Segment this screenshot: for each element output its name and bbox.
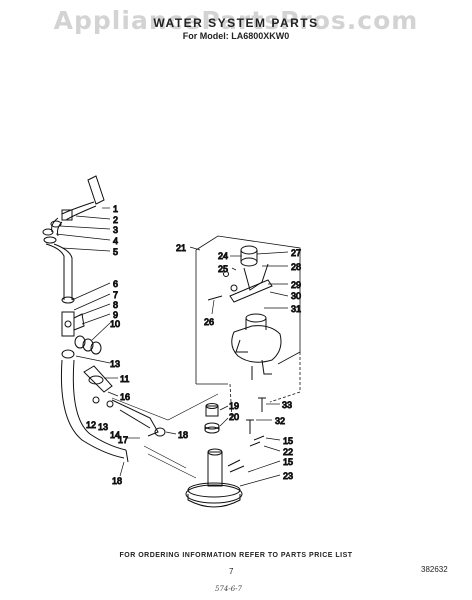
callout-numbers: 1 2 3 4 5 6 7 8 9 10 13 11 16 12 13 14 1… — [86, 204, 302, 487]
callout-21: 21 — [176, 243, 186, 253]
callout-19: 19 — [229, 401, 239, 411]
pump-body — [231, 313, 282, 380]
leader-lines-left — [55, 207, 177, 477]
callout-1: 1 — [113, 204, 118, 214]
callout-18-center: 18 — [178, 430, 188, 440]
diagram-title: WATER SYSTEM PARTS — [153, 16, 319, 30]
hose-connector — [83, 365, 166, 437]
fill-hose-vertical — [45, 243, 73, 300]
callout-25: 25 — [218, 264, 228, 274]
assembly-connector-lines — [111, 393, 219, 479]
callout-28: 28 — [291, 262, 301, 272]
callout-2: 2 — [113, 215, 118, 225]
clamp-part — [42, 220, 62, 244]
callout-11: 11 — [120, 374, 129, 384]
callout-15-upper: 15 — [283, 436, 293, 446]
drain-hose-lower — [60, 359, 129, 463]
callout-18-bottom: 18 — [112, 476, 122, 486]
callout-33: 33 — [282, 400, 292, 410]
callout-3: 3 — [113, 225, 118, 235]
document-number: 382632 — [421, 565, 448, 574]
callout-8: 8 — [113, 300, 118, 310]
callout-20: 20 — [229, 412, 239, 422]
callout-7: 7 — [113, 290, 118, 300]
callout-14: 14 — [110, 430, 120, 440]
callout-23: 23 — [283, 471, 293, 481]
callout-24: 24 — [218, 251, 228, 261]
screw-parts — [246, 397, 266, 447]
callout-27: 27 — [291, 248, 301, 258]
callout-13-center: 13 — [98, 422, 108, 432]
fill-hose-upper — [51, 175, 105, 237]
callout-17: 17 — [118, 435, 128, 445]
ordering-info-note: FOR ORDERING INFORMATION REFER TO PARTS … — [119, 552, 353, 559]
callout-26: 26 — [204, 317, 214, 327]
site-watermark: AppliancePartsPros.com — [53, 6, 419, 35]
model-subtitle: For Model: LA6800XKW0 — [182, 31, 290, 41]
callout-4: 4 — [113, 236, 118, 246]
callout-10: 10 — [110, 319, 120, 329]
page-number: 7 — [229, 567, 234, 576]
handwritten-note: 574-6-7 — [215, 585, 242, 593]
agitator-shaft — [185, 448, 245, 508]
washer-set — [61, 335, 102, 359]
callout-6: 6 — [113, 279, 118, 289]
leader-lines-right — [189, 246, 289, 487]
callout-5: 5 — [113, 247, 118, 257]
callout-16: 16 — [120, 392, 130, 402]
callout-12: 12 — [86, 420, 96, 430]
callout-32: 32 — [275, 416, 285, 426]
callout-29: 29 — [291, 280, 301, 290]
callout-30: 30 — [291, 291, 301, 301]
callout-13-left: 13 — [110, 359, 120, 369]
seal-and-bearing — [204, 403, 220, 434]
callout-9: 9 — [113, 310, 118, 320]
callout-22: 22 — [283, 447, 293, 457]
callout-15-lower: 15 — [283, 457, 293, 467]
valve-body — [61, 296, 85, 337]
pump-housing-frame — [195, 235, 301, 421]
callout-31: 31 — [291, 304, 301, 314]
